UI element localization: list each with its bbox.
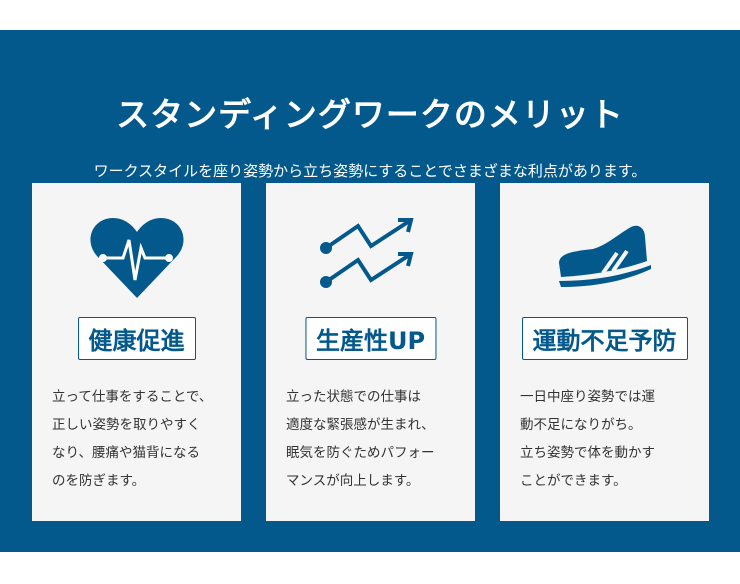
body-line: 立ち姿勢で体を動かす [520,445,655,461]
card-health: 健康促進 立って仕事をすることで、 正しい姿勢を取りやすく なり、腰痛や猫背にな… [32,183,241,521]
body-line: 正しい姿勢を取りやすく [52,417,201,433]
heart-pulse-icon [32,213,241,303]
body-line: 眠気を防ぐためパフォー [286,445,435,461]
body-line: マンスが向上します。 [286,473,420,489]
body-line: 適度な緊張感が生まれ、 [286,417,435,433]
body-line: 立った状態での仕事は [286,389,421,405]
body-line: ことができます。 [520,473,627,489]
body-line: 動不足になりがち。 [520,417,642,433]
body-line: 一日中座り姿勢では運 [520,389,655,405]
body-line: のを防ぎます。 [52,473,146,489]
trend-arrows-icon [266,213,475,303]
sneaker-icon [500,213,709,303]
card-body: 立った状態での仕事は 適度な緊張感が生まれ、 眠気を防ぐためパフォー マンスが向… [286,383,466,495]
body-line: なり、腰痛や猫背になる [52,445,200,461]
card-productivity: 生産性UP 立った状態での仕事は 適度な緊張感が生まれ、 眠気を防ぐためパフォー… [266,183,475,521]
body-line: 立って仕事をすることで、 [52,389,213,405]
card-exercise: 運動不足予防 一日中座り姿勢では運 動不足になりがち。 立ち姿勢で体を動かす こ… [500,183,709,521]
card-body: 立って仕事をすることで、 正しい姿勢を取りやすく なり、腰痛や猫背になる のを防… [52,383,232,495]
card-label: 運動不足予防 [521,317,688,360]
subtitle: ワークスタイルを座り姿勢から立ち姿勢にすることでさまざまな利点があります。 [93,162,647,180]
card-label: 生産性UP [304,317,437,360]
card-body: 一日中座り姿勢では運 動不足になりがち。 立ち姿勢で体を動かす ことができます。 [520,383,700,495]
card-label: 健康促進 [77,317,196,360]
page-title: スタンディングワークのメリット [116,95,624,134]
